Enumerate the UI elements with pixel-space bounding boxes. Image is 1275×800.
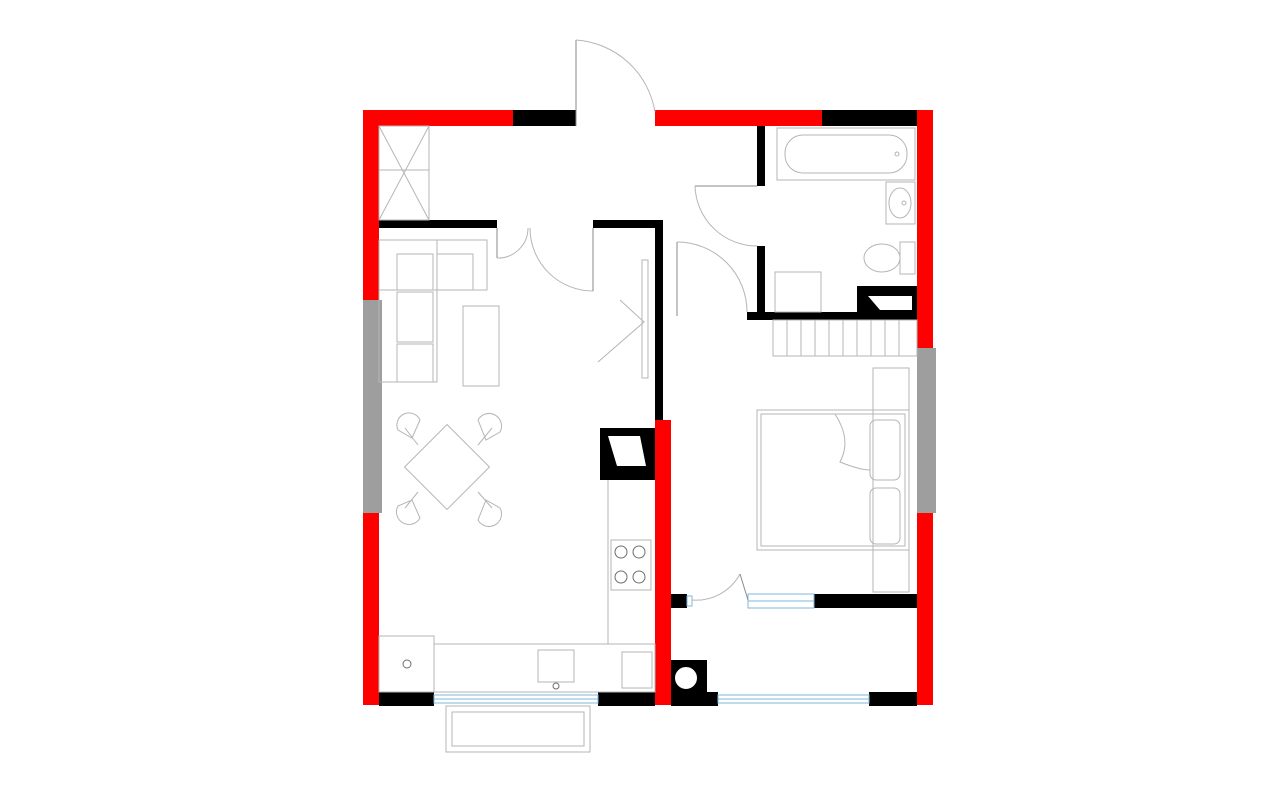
kitchen-sink (537, 649, 575, 683)
bathtub-basin (784, 134, 908, 174)
wall-bedroom-south-left (671, 594, 687, 608)
bathroom-door-swing (694, 185, 758, 247)
sink-basin (888, 187, 912, 219)
burner-4 (632, 570, 646, 584)
bedroom-furniture (756, 367, 910, 593)
shelf-unit (772, 319, 918, 357)
exterior-wall-right-upper (917, 110, 933, 348)
dining-table (403, 423, 491, 511)
wall-bath-west-lower (757, 246, 765, 316)
boiler-unit (673, 665, 699, 691)
burner-3 (614, 570, 628, 584)
fridge-mark (402, 659, 412, 669)
storage-shelves (772, 319, 918, 357)
wall-bottom-left (379, 692, 434, 706)
living-room-furniture (378, 239, 503, 528)
wall-bath-south (747, 312, 917, 320)
wall-top-segment-a (513, 110, 576, 126)
closet-cross-b (378, 125, 430, 221)
sink-counter (885, 181, 916, 225)
windows (363, 300, 936, 513)
sink-drain (901, 200, 907, 206)
sliding-door-marker (597, 299, 645, 363)
chair-2 (477, 412, 503, 441)
wall-bottom-mid (598, 692, 655, 706)
wall-bath-west-upper (757, 126, 765, 186)
bathroom-fixtures (774, 127, 916, 313)
hall-closet (378, 125, 430, 221)
kitchen-sink-tap (552, 682, 560, 690)
wall-living-east (655, 220, 663, 322)
wall-top-segment-b (822, 110, 917, 126)
hall-door-swing (676, 241, 748, 313)
burner-1 (614, 545, 628, 559)
living-door-swing-a (496, 227, 529, 259)
glazing (433, 593, 870, 704)
double-bed (756, 409, 910, 551)
kitchen (378, 480, 656, 693)
shaft-block-bath (857, 290, 917, 316)
closet-box (378, 125, 430, 221)
exterior-wall-middle (655, 420, 671, 705)
bathtub-drain (894, 151, 900, 157)
bed-blanket-fold (834, 413, 871, 471)
dining-set (395, 412, 503, 528)
wall-bottom-right (869, 692, 917, 706)
exterior-wall-right-lower (917, 513, 933, 705)
pillow-1 (869, 419, 901, 481)
window-living-west (363, 300, 382, 513)
wall-living-east-lower (655, 322, 663, 420)
bedroom-door-jamb (686, 595, 693, 607)
fridge (378, 635, 435, 693)
exterior-walls (363, 110, 933, 705)
corner-sofa (378, 239, 488, 383)
chair-1 (396, 412, 421, 439)
wall-hall-right (593, 220, 663, 228)
wall-bedroom-south-right (814, 594, 917, 608)
exterior-wall-left-lower (363, 513, 379, 705)
boiler (671, 660, 707, 692)
living-door-swing-b (529, 227, 594, 292)
exterior-wall-left-upper (363, 110, 379, 300)
coffee-table (462, 305, 500, 387)
dishwasher (621, 651, 653, 689)
bathtub (776, 127, 916, 181)
bedroom-door-swing (691, 573, 741, 601)
exterior-wall-top-left (363, 110, 513, 126)
interior-walls (379, 110, 917, 706)
washing-machine (774, 271, 822, 313)
shaft-block-living (600, 428, 655, 480)
pillow-2 (869, 487, 901, 545)
doors (496, 39, 758, 601)
wall-hall-left (379, 220, 497, 228)
chair-4 (477, 499, 503, 528)
window-bedroom-east (917, 348, 936, 513)
chair-3 (395, 499, 421, 526)
balcony (445, 705, 591, 753)
balcony-railing (445, 705, 591, 753)
sliding-door-panel (641, 259, 649, 379)
stove (610, 539, 652, 591)
bedroom-door-leaf (739, 573, 749, 601)
exterior-wall-top-right (655, 110, 822, 126)
toilet-bowl (863, 243, 901, 273)
burner-2 (632, 545, 646, 559)
toilet-tank (899, 241, 916, 275)
wall-bottom-mid-2 (671, 692, 718, 706)
entrance-door-swing (575, 39, 656, 113)
